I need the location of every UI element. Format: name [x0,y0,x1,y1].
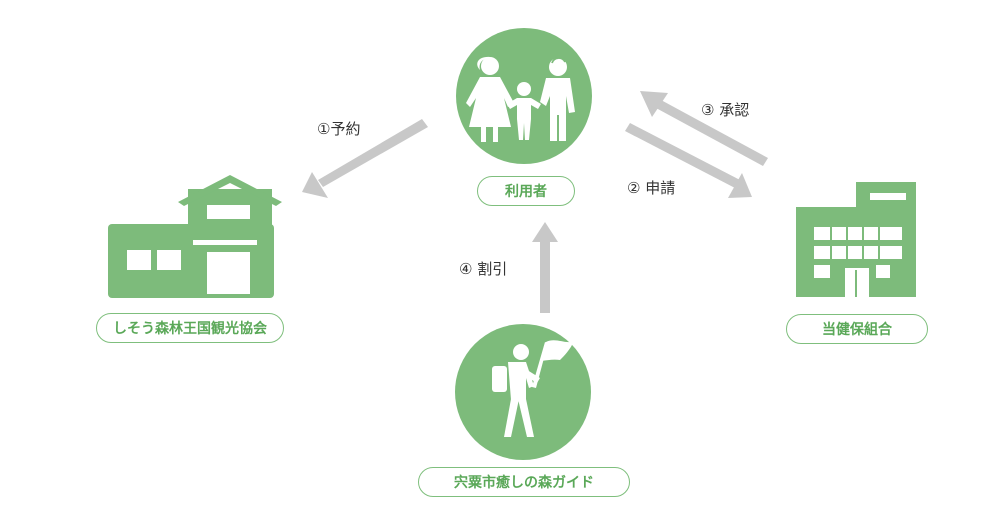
arrow-discount [532,222,558,313]
user-label: 利用者 [477,176,575,206]
step-apply-label: ② 申請 [627,179,676,197]
office-building-icon [796,182,916,297]
family-icon [456,28,592,164]
step-discount-label: ④ 割引 [459,260,508,278]
step-approve-label: ③ 承認 [701,101,750,119]
insurance-label: 当健保組合 [786,314,928,344]
arrow-approve [640,91,768,166]
arrow-apply [625,123,752,198]
association-label: しそう森林王国観光協会 [96,313,284,343]
arrow-reserve [302,119,428,198]
step-reserve-label: ①予約 [317,120,361,138]
house-icon [108,175,282,298]
guide-label: 宍粟市癒しの森ガイド [418,467,630,497]
hiker-flag-icon [455,324,591,460]
